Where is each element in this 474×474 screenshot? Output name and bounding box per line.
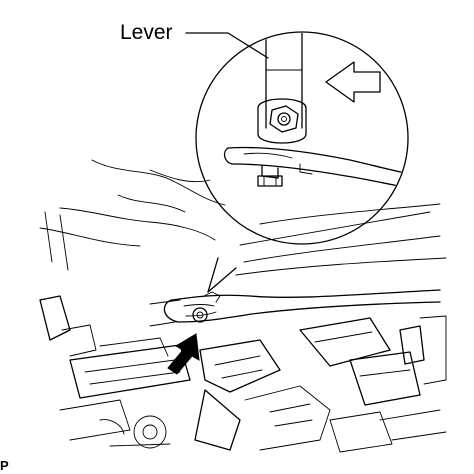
lever-pivot-bolt <box>192 291 221 323</box>
lever-leader-line <box>185 32 269 59</box>
solid-arrow-up-right-icon <box>167 333 200 375</box>
engine-bay-structure <box>39 159 447 453</box>
hollow-arrow-left-icon <box>325 61 381 103</box>
detail-view-content <box>223 33 407 191</box>
detail-callout <box>195 31 409 293</box>
lever-label: Lever <box>120 21 173 44</box>
lever-callout-label-group: Lever <box>120 21 269 59</box>
corner-mark: P <box>0 458 9 473</box>
wiper-link-rod <box>163 289 441 323</box>
